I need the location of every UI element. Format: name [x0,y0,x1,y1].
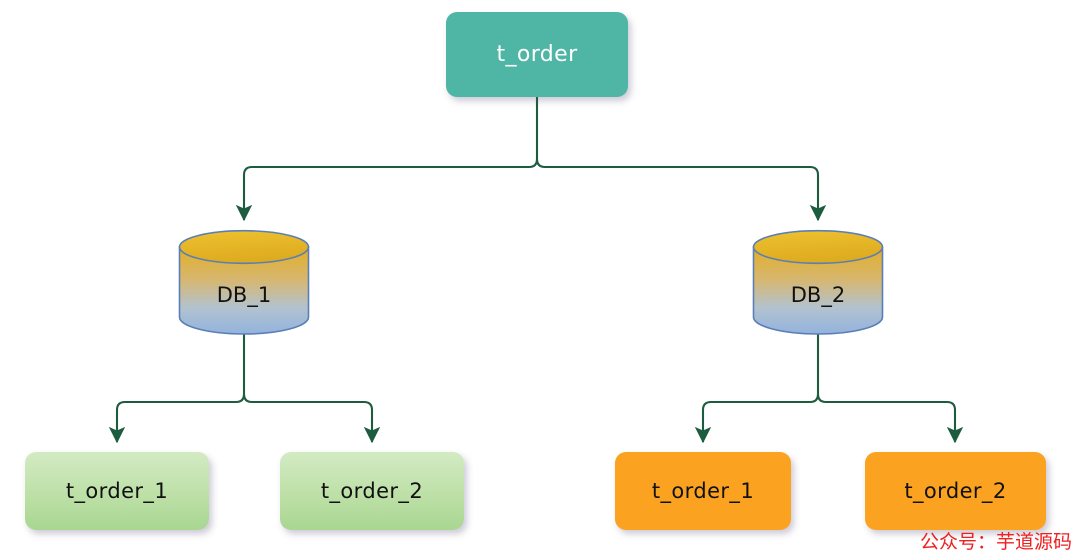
cylinder-shape [752,229,884,335]
node-table-db2-order1[interactable]: t_order_1 [615,452,791,530]
node-label: t_order_2 [904,478,1007,503]
node-label: t_order_1 [651,478,755,503]
node-label: DB_2 [790,283,846,307]
edge-root-to-db1 [235,158,539,222]
edge-db1-to-order2 [242,393,381,444]
edge-db2-to-order2 [816,393,964,444]
watermark-text: 公众号：芋道源码 [919,531,1072,553]
node-table-db1-order2[interactable]: t_order_2 [280,452,464,530]
node-table-db1-order1[interactable]: t_order_1 [25,452,209,530]
node-database-db1[interactable]: DB_1 [178,229,310,335]
node-table-db2-order2[interactable]: t_order_2 [865,452,1046,530]
node-label: DB_1 [216,283,272,307]
edge-db1-to-order1 [108,393,246,444]
node-t-order-root[interactable]: t_order [446,12,628,97]
cylinder-shape [178,229,310,335]
node-label: t_order_2 [320,478,424,503]
edge-root-to-db2 [535,158,827,222]
node-database-db2[interactable]: DB_2 [752,229,884,335]
node-label: t_order_1 [65,478,169,503]
edge-db2-to-order1 [694,393,820,444]
node-label: t_order [496,41,578,67]
